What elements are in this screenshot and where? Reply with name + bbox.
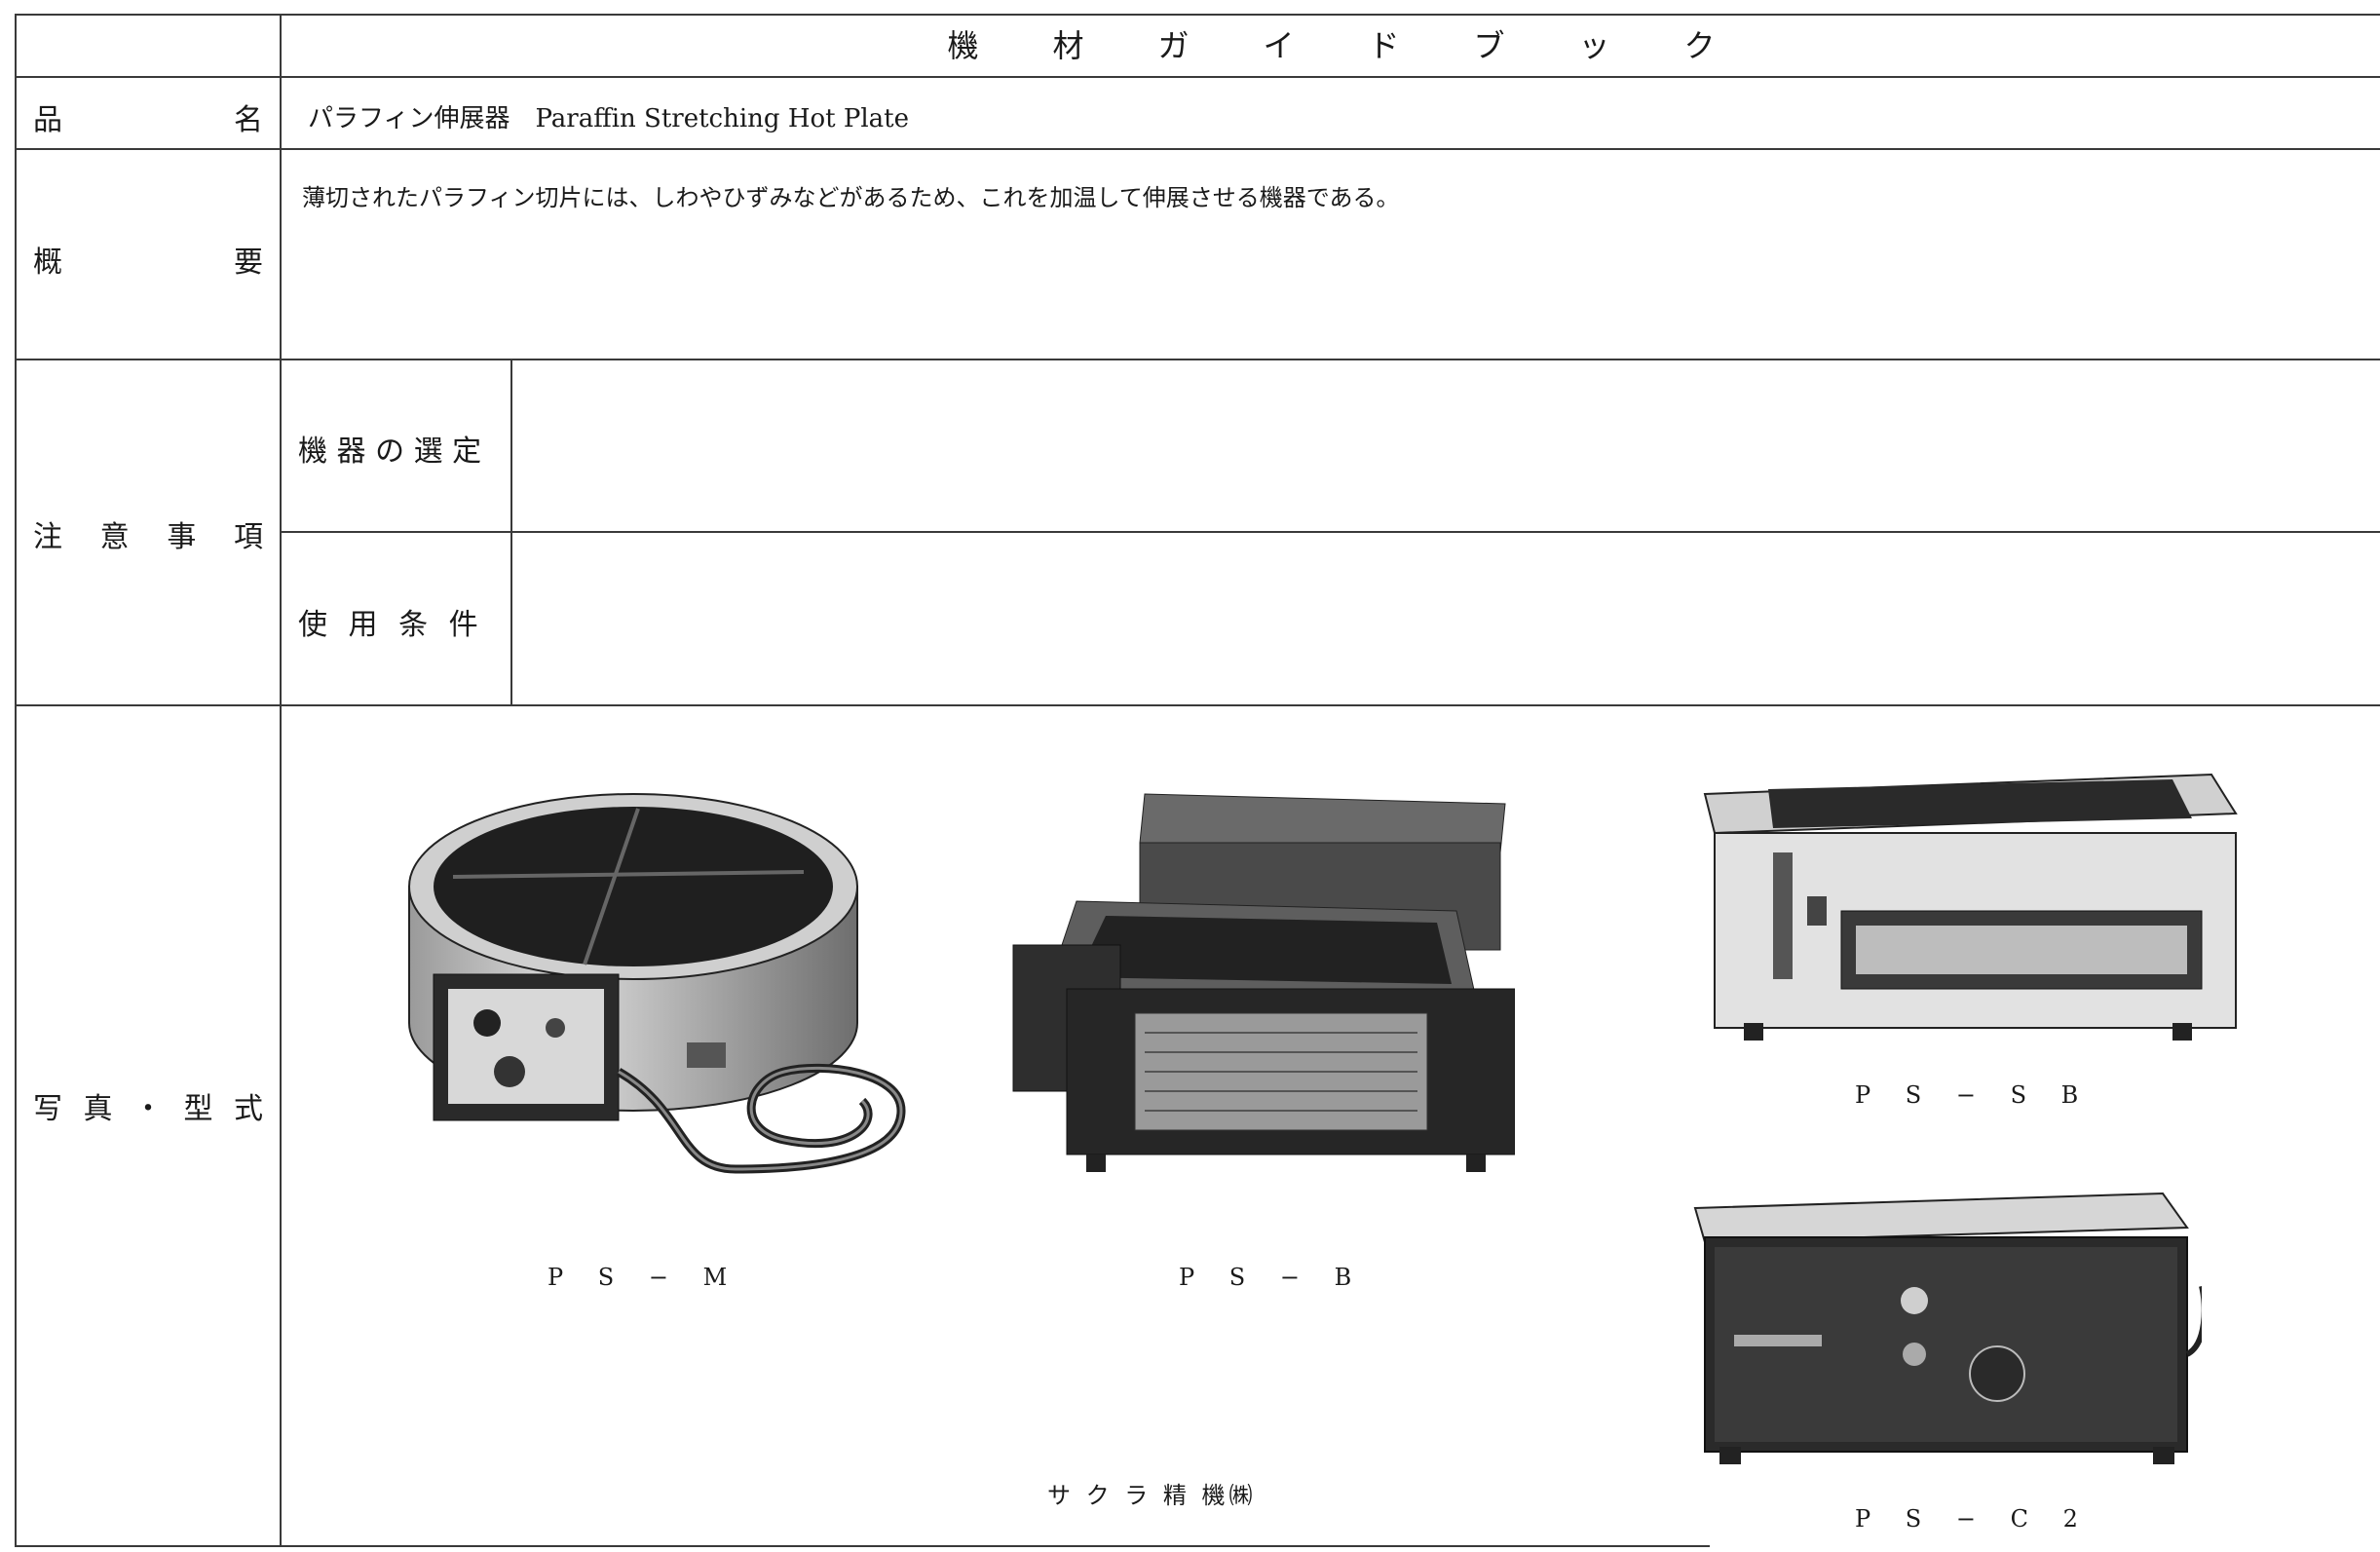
title-char: ガ: [1157, 27, 1190, 64]
rule-2: [15, 148, 2380, 150]
model-ps-b-caption: P S − B: [1179, 1264, 1366, 1291]
page-title: 機 材 ガ イ ド ブ ッ ク: [283, 21, 2380, 70]
rule-sub-col: [510, 359, 512, 705]
title-char: ク: [1683, 27, 1716, 64]
title-char: ド: [1368, 27, 1400, 64]
model-ps-sb-caption: P S − S B: [1855, 1081, 2093, 1109]
model-ps-m-caption: P S − M: [548, 1264, 741, 1291]
title-char: ブ: [1473, 27, 1505, 64]
photos-label: 写 真 ・ 型 式: [33, 1092, 263, 1126]
title-char: ッ: [1578, 27, 1610, 64]
rule-bottom: [15, 1545, 1710, 1547]
rule-3: [15, 359, 2380, 360]
equipment-selection-label: 機 器 の 選 定: [298, 435, 482, 469]
rule-4: [281, 531, 2380, 533]
model-ps-c2-caption: P S − C 2: [1855, 1505, 2092, 1533]
usage-conditions-label: 使 用 条 件: [298, 608, 484, 642]
rule-1: [15, 76, 2380, 78]
ps-b-photo: [1012, 793, 1515, 1172]
product-name-value: パラフィン伸展器 Paraffin Stretching Hot Plate: [308, 104, 910, 133]
rule-label-col: [280, 14, 282, 1547]
title-char: 材: [1052, 27, 1084, 64]
overview-label: 概 要: [33, 246, 263, 280]
overview-value: 薄切されたパラフィン切片には、しわやひずみなどがあるため、これを加温して伸展させ…: [302, 184, 1400, 211]
notes-label: 注 意 事 項: [33, 520, 263, 554]
ps-m-photo: [408, 793, 906, 1174]
ps-c2-photo: [1693, 1192, 2202, 1464]
manufacturer-caption: サ ク ラ 精 機㈱: [1047, 1482, 1257, 1509]
rule-left: [15, 14, 17, 1547]
title-char: 機: [947, 27, 979, 64]
ps-sb-photo: [1703, 773, 2238, 1041]
product-name-label: 品 名: [33, 103, 263, 137]
title-char: イ: [1263, 27, 1295, 64]
rule-top: [15, 14, 2380, 16]
rule-5: [15, 704, 2380, 706]
